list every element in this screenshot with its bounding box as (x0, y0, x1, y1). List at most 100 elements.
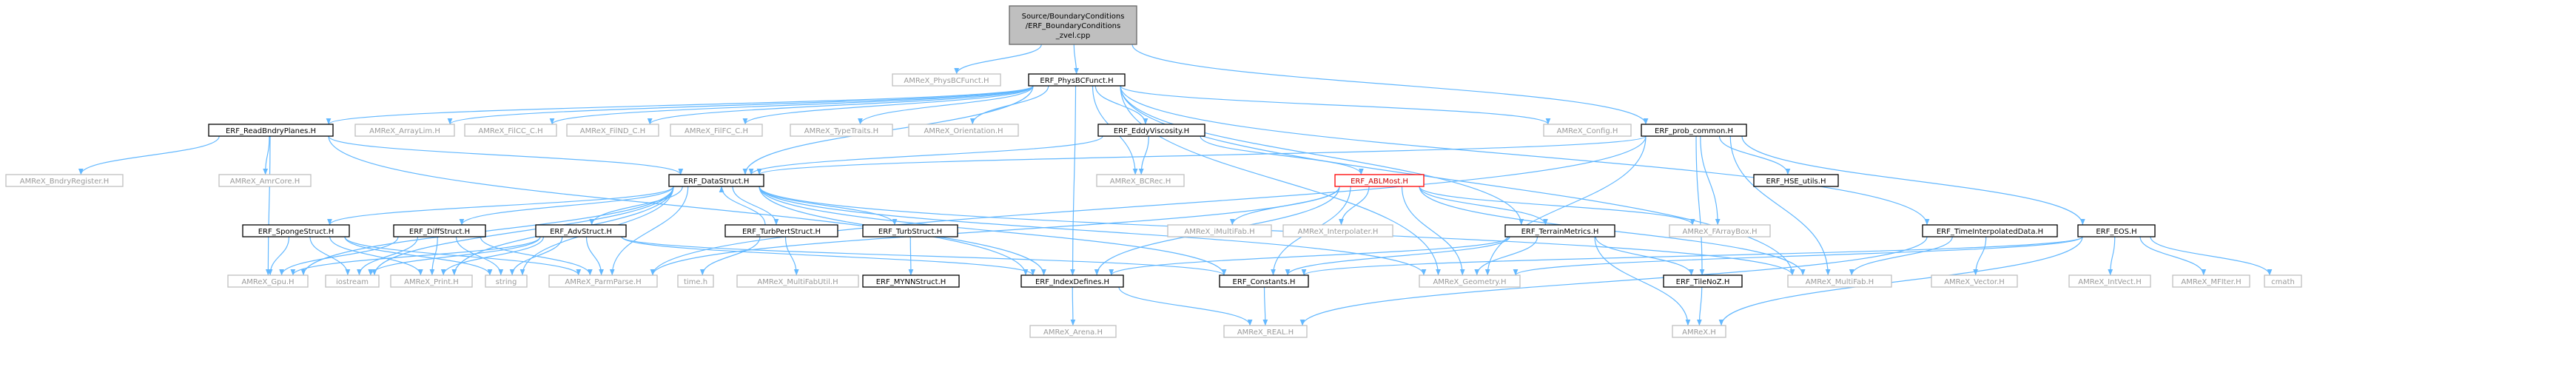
node-erf_mynnstruct[interactable]: ERF_MYNNStruct.H (862, 274, 960, 288)
node-erf_readbndryplanes[interactable]: ERF_ReadBndryPlanes.H (208, 124, 334, 137)
node-box-amrex_vector (1931, 274, 2018, 288)
node-box-amrex_multifab (1787, 274, 1892, 288)
edge-erf_timeinterpolateddata-to-amrex_multifab (1849, 236, 1953, 276)
edge-erf_eos-to-amrex_geometry (1513, 236, 2083, 276)
node-label-erf_physbcfunct: ERF_PhysBCFunct.H (1040, 77, 1113, 85)
node-label-root: /ERF_BoundaryConditions (1026, 22, 1120, 30)
node-erf_eddyviscosity[interactable]: ERF_EddyViscosity.H (1097, 124, 1205, 137)
node-label-amrex_multifab: AMReX_MultiFab.H (1806, 278, 1874, 286)
edge-erf_terrainmetrics-to-amrex_geometry (1474, 236, 1538, 276)
edge-erf_timeinterpolateddata-to-amrex_real (1299, 236, 1928, 326)
node-box-amrex_geometry (1419, 274, 1521, 288)
node-box-amrex_config (1543, 124, 1632, 137)
edge-erf_advstruct-to-amrex_print (440, 236, 545, 276)
node-erf_constants[interactable]: ERF_Constants.H (1219, 274, 1309, 288)
node-box-erf_diffstruct (393, 224, 486, 237)
node-label-erf_tilenoz: ERF_TileNoZ.H (1676, 278, 1730, 286)
node-box-erf_tilenoz (1663, 274, 1743, 288)
node-box-amrex_farraybox (1669, 224, 1771, 237)
node-label-amrex_print: AMReX_Print.H (404, 278, 459, 286)
edge-erf_terrainmetrics-to-erf_indexdefines (1109, 236, 1510, 276)
edge-erf_prob_common-to-amrex_farraybox (1700, 135, 1721, 226)
node-label-erf_mynnstruct: ERF_MYNNStruct.H (876, 278, 946, 286)
edge-erf_ablmost-to-amrex_interpolater (1339, 186, 1370, 226)
node-erf_terrainmetrics[interactable]: ERF_TerrainMetrics.H (1504, 224, 1615, 237)
node-amrex_orientation: AMReX_Orientation.H (908, 124, 1019, 137)
node-label-amrex_config: AMReX_Config.H (1557, 127, 1618, 135)
edge-erf_physbcfunct-to-erf_timeinterpolateddata (1120, 85, 1930, 226)
edge-erf_advstruct-to-erf_indexdefines (621, 236, 1036, 276)
edge-erf_physbcfunct-to-amrex_filcc_c (549, 85, 1034, 125)
edge-erf_timeinterpolateddata-to-amrex_vector (1973, 236, 1987, 276)
edge-erf_readbndryplanes-to-erf_datastruct (328, 135, 684, 175)
edge-erf_advstruct-to-amrex_parmparse (585, 236, 604, 276)
node-amrex_farraybox: AMReX_FArrayBox.H (1669, 224, 1771, 237)
node-amrex_typetraits: AMReX_TypeTraits.H (790, 124, 893, 137)
edge-erf_eos-to-amrex_h (1718, 236, 2083, 326)
node-label-string: string (496, 278, 517, 286)
node-erf_tilenoz[interactable]: ERF_TileNoZ.H (1663, 274, 1743, 288)
edge-erf_diffstruct-to-amrex_parmparse (480, 236, 593, 276)
edge-erf_readbndryplanes-to-erf_indexdefines (328, 135, 1029, 276)
edge-erf_spongestruct-to-amrex_gpu (267, 236, 290, 276)
node-box-erf_prob_common (1641, 124, 1747, 137)
node-amrex_physbcfunct: AMReX_PhysBCFunct.H (892, 73, 1001, 87)
node-label-amrex_bndryregister: AMReX_BndryRegister.H (20, 178, 110, 186)
edge-erf_physbcfunct-to-amrex_typetraits (858, 85, 1034, 125)
node-box-erf_physbcfunct (1028, 73, 1126, 87)
node-box-amrex_filnd_c (566, 124, 659, 137)
node-box-iostream (325, 274, 380, 288)
node-label-amrex_physbcfunct: AMReX_PhysBCFunct.H (904, 77, 989, 85)
node-box-erf_hse_utils (1753, 174, 1839, 187)
node-amrex_filnd_c: AMReX_FilND_C.H (566, 124, 659, 137)
node-erf_advstruct[interactable]: ERF_AdvStruct.H (535, 224, 627, 237)
node-amrex_intvect: AMReX_IntVect.H (2068, 274, 2151, 288)
edge-erf_prob_common-to-erf_hse_utils (1718, 135, 1791, 175)
edge-erf_turbpertstruct-to-time_h (699, 236, 761, 276)
node-root[interactable]: Source/BoundaryConditions/ERF_BoundaryCo… (1009, 5, 1137, 45)
node-box-amrex_real (1223, 325, 1308, 338)
node-label-amrex_gpu: AMReX_Gpu.H (241, 278, 294, 286)
node-layer: Source/BoundaryConditions/ERF_BoundaryCo… (5, 5, 2302, 338)
node-label-erf_readbndryplanes: ERF_ReadBndryPlanes.H (226, 127, 316, 135)
node-label-erf_ablmost: ERF_ABLMost.H (1351, 178, 1408, 186)
node-label-erf_advstruct: ERF_AdvStruct.H (550, 228, 612, 236)
edge-erf_physbcfunct-to-amrex_config (1120, 85, 1551, 125)
node-erf_turbstruct[interactable]: ERF_TurbStruct.H (862, 224, 958, 237)
node-erf_prob_common[interactable]: ERF_prob_common.H (1641, 124, 1747, 137)
node-box-erf_turbstruct (862, 224, 958, 237)
node-box-amrex_interpolater (1282, 224, 1393, 237)
node-label-amrex_amrcore: AMReX_AmrCore.H (230, 178, 300, 186)
node-erf_turbpertstruct[interactable]: ERF_TurbPertStruct.H (724, 224, 838, 237)
node-label-amrex_mfiter: AMReX_MFIter.H (2181, 278, 2241, 286)
edge-erf_ablmost-to-erf_terrainmetrics (1419, 186, 1548, 226)
node-erf_timeinterpolateddata[interactable]: ERF_TimeInterpolatedData.H (1922, 224, 2058, 237)
node-box-amrex_h (1672, 325, 1726, 338)
node-erf_ablmost[interactable]: ERF_ABLMost.H (1334, 174, 1425, 187)
node-label-amrex_filnd_c: AMReX_FilND_C.H (580, 127, 645, 135)
node-label-cmath: cmath (2271, 278, 2295, 286)
node-label-iostream: iostream (336, 278, 369, 286)
node-amrex_geometry: AMReX_Geometry.H (1419, 274, 1521, 288)
node-erf_spongestruct[interactable]: ERF_SpongeStruct.H (242, 224, 350, 237)
edge-erf_datastruct-to-erf_spongestruct (327, 186, 674, 226)
node-iostream: iostream (325, 274, 380, 288)
node-erf_eos[interactable]: ERF_EOS.H (2077, 224, 2156, 237)
node-box-root (1009, 5, 1137, 45)
node-amrex_imultifab: AMReX_iMultiFab.H (1167, 224, 1272, 237)
node-erf_indexdefines[interactable]: ERF_IndexDefines.H (1020, 274, 1124, 288)
node-amrex_arena: AMReX_Arena.H (1029, 325, 1117, 338)
edge-erf_prob_common-to-erf_eos (1741, 135, 2085, 226)
node-amrex_mfiter: AMReX_MFIter.H (2172, 274, 2250, 288)
node-label-erf_constants: ERF_Constants.H (1233, 278, 1296, 286)
node-box-amrex_mfiter (2172, 274, 2250, 288)
node-erf_datastruct[interactable]: ERF_DataStruct.H (668, 174, 764, 187)
node-box-amrex_physbcfunct (892, 73, 1001, 87)
node-amrex_parmparse: AMReX_ParmParse.H (548, 274, 658, 288)
node-box-erf_indexdefines (1020, 274, 1124, 288)
node-label-erf_terrainmetrics: ERF_TerrainMetrics.H (1521, 228, 1599, 236)
node-erf_diffstruct[interactable]: ERF_DiffStruct.H (393, 224, 486, 237)
node-erf_hse_utils[interactable]: ERF_HSE_utils.H (1753, 174, 1839, 187)
node-erf_physbcfunct[interactable]: ERF_PhysBCFunct.H (1028, 73, 1126, 87)
